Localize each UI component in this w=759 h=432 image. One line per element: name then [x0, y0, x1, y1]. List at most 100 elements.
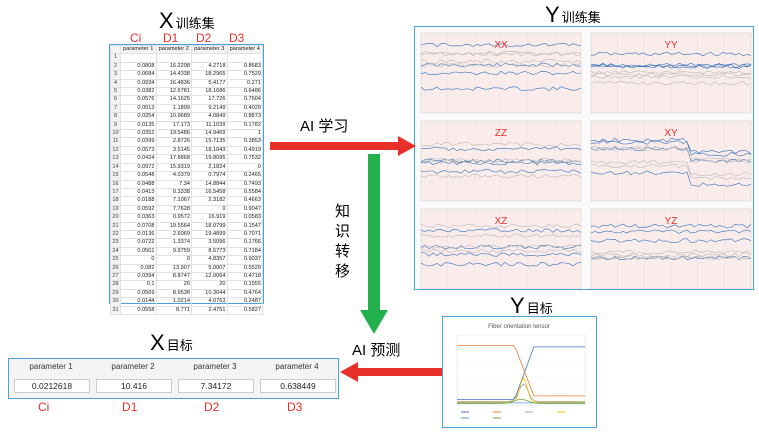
x-target-header-4: parameter 4	[275, 362, 319, 371]
table-cell: 8.6773	[191, 246, 228, 257]
table-cell: 4.0379	[155, 171, 192, 181]
x-target-table: parameter 1 parameter 2 parameter 3 para…	[8, 358, 339, 399]
table-cell: 0.0972	[120, 162, 157, 173]
x-target-value-3: 7.34172	[178, 379, 254, 393]
table-cell: 0.0424	[120, 154, 157, 164]
table-cell: 19.5564	[155, 221, 192, 231]
table-cell: 0	[226, 162, 263, 173]
plot-label-yz: YZ	[665, 216, 678, 227]
x-train-table: parameter 1 parameter 2 parameter 3 para…	[109, 44, 264, 316]
series-line	[590, 249, 752, 255]
table-cell: 3.5145	[155, 145, 192, 156]
header-parameter-1: parameter 1	[120, 44, 157, 55]
table-cell: 14.9469	[191, 129, 228, 139]
table-cell: 0.4919	[226, 145, 263, 156]
series-line	[590, 223, 752, 229]
x-target-value-2: 10.416	[96, 379, 172, 393]
table-cell: 0.0684	[120, 70, 157, 80]
row-number: 19	[110, 204, 121, 215]
table-cell: 18.2965	[191, 70, 228, 80]
table-cell: 0.6486	[226, 87, 263, 97]
series-line	[590, 72, 752, 77]
row-number-header	[110, 44, 121, 55]
y-target-chart: Fiber orientation tensor	[442, 316, 597, 428]
series-line	[590, 229, 752, 234]
series-line	[420, 169, 582, 174]
series-line	[420, 70, 582, 76]
table-cell: 19.8095	[191, 154, 228, 164]
table-cell: 0.5827	[226, 305, 263, 316]
y-train-plot-yz: YZ	[590, 208, 752, 290]
table-cell: 0.7071	[226, 229, 263, 240]
table-cell: 16.2298	[155, 61, 192, 72]
row-number: 27	[110, 271, 121, 282]
table-cell: 2.8726	[155, 137, 192, 147]
x-train-col-d2: D2	[196, 31, 212, 45]
x-target-value-4: 0.638449	[260, 379, 336, 393]
tensor-curve	[457, 345, 585, 397]
table-cell: 0.082	[120, 263, 157, 273]
series-line	[420, 146, 582, 152]
y-train-plot-xy: XY	[590, 120, 752, 202]
series-line	[420, 142, 582, 147]
table-cell: 0.0394	[120, 271, 157, 282]
table-cell: 15.7135	[191, 137, 228, 147]
table-cell: 0.4764	[226, 288, 263, 299]
row-number: 1	[110, 53, 121, 63]
tensor-curve	[457, 383, 585, 402]
series-line	[590, 80, 752, 86]
table-cell: 0.8873	[226, 112, 263, 122]
table-cell: 20	[155, 280, 192, 290]
table-cell: 7.34	[155, 179, 192, 189]
row-number: 13	[110, 154, 121, 164]
table-cell	[226, 53, 263, 63]
table-cell: 7.1067	[155, 196, 192, 206]
table-cell: 12.6781	[155, 87, 192, 97]
table-cell: 0.0934	[120, 78, 157, 89]
table-cell: 5.4177	[191, 78, 228, 89]
row-number: 10	[110, 129, 121, 139]
series-line	[590, 238, 752, 243]
table-cell: 0.4663	[226, 196, 263, 206]
table-cell: 0.0708	[120, 221, 157, 231]
table-cell: 16.919	[191, 213, 228, 223]
series-line	[590, 170, 752, 187]
table-cell: 16.4836	[155, 78, 192, 89]
row-number: 23	[110, 238, 121, 248]
table-cell: 1.0214	[155, 297, 192, 307]
table-cell: 0.0722	[120, 238, 157, 248]
row-number: 31	[110, 305, 121, 316]
row-number: 21	[110, 221, 121, 231]
x-target-col-ci: Ci	[38, 400, 50, 414]
table-cell	[120, 53, 157, 63]
table-cell: 2.4751	[191, 305, 228, 316]
transfer-label: 知 识 转 移	[335, 203, 351, 280]
x-target-col-d1: D1	[122, 400, 138, 414]
row-number: 2	[110, 61, 121, 72]
table-cell: 0.7493	[226, 179, 263, 189]
table-cell: 0.7529	[226, 70, 263, 80]
ai-learn-arrow-head	[398, 136, 416, 156]
row-number: 8	[110, 112, 121, 122]
table-cell: 0.0399	[120, 137, 157, 147]
series-line	[590, 146, 752, 164]
plot-label-zz: ZZ	[495, 128, 507, 139]
table-cell: 0	[155, 255, 192, 265]
table-cell: 0.0583	[226, 213, 263, 223]
plot-label-xx: XX	[494, 40, 508, 51]
table-cell: 0	[191, 204, 228, 215]
